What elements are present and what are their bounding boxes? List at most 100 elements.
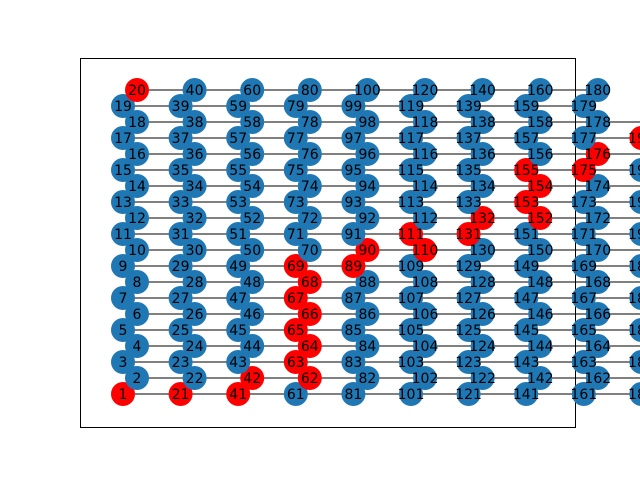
- node-label: 1: [119, 387, 128, 403]
- graph-node: [629, 318, 640, 342]
- graph-node: [399, 382, 423, 406]
- node-label: 193: [628, 195, 640, 211]
- node-label: 153: [513, 195, 540, 211]
- node-label: 137: [455, 131, 482, 147]
- graph-node: [226, 350, 251, 374]
- graph-node: [413, 366, 437, 390]
- node-label: 128: [469, 275, 496, 291]
- node-label: 97: [344, 131, 362, 147]
- node-label: 16: [128, 147, 146, 163]
- graph-node: [470, 110, 495, 134]
- node-label: 25: [172, 323, 190, 339]
- graph-node: [585, 366, 610, 390]
- node-label: 81: [344, 387, 362, 403]
- node-label: 172: [584, 211, 611, 227]
- node-label: 151: [513, 227, 540, 243]
- graph-node: [355, 142, 380, 166]
- node-label: 110: [412, 243, 439, 259]
- graph-node: [355, 206, 380, 230]
- graph-node: [528, 334, 553, 358]
- graph-node: [297, 110, 322, 134]
- path-node: [168, 382, 193, 406]
- graph-node: [571, 318, 596, 342]
- node-label: 13: [114, 195, 132, 211]
- node-label: 37: [172, 131, 190, 147]
- node-label: 55: [229, 163, 247, 179]
- node-label: 47: [229, 291, 247, 307]
- path-node: [297, 302, 322, 326]
- nodes-layer: [111, 78, 640, 406]
- graph-node: [111, 94, 135, 118]
- node-label: 146: [527, 307, 554, 323]
- graph-node: [470, 174, 495, 198]
- graph-node: [629, 158, 640, 182]
- graph-node: [355, 334, 380, 358]
- node-label: 50: [243, 243, 261, 259]
- node-label: 174: [584, 179, 611, 195]
- node-label: 70: [301, 243, 319, 259]
- node-label: 144: [527, 339, 554, 355]
- node-label: 130: [469, 243, 496, 259]
- graph-node: [571, 126, 596, 150]
- graph-node: [456, 286, 481, 310]
- graph-node: [355, 174, 380, 198]
- graph-node: [514, 222, 539, 246]
- graph-node: [341, 94, 366, 118]
- path-node: [283, 286, 308, 310]
- path-node: [571, 158, 596, 182]
- node-label: 29: [172, 259, 190, 275]
- node-label: 79: [287, 99, 305, 115]
- node-label: 34: [186, 179, 204, 195]
- graph-node: [528, 270, 553, 294]
- graph-node: [226, 126, 251, 150]
- node-label: 58: [243, 115, 261, 131]
- graph-node: [182, 142, 207, 166]
- graph-node: [355, 270, 380, 294]
- graph-node: [470, 78, 495, 102]
- graph-node: [125, 270, 149, 294]
- graph-node: [470, 302, 495, 326]
- node-label: 42: [243, 371, 261, 387]
- node-label: 12: [128, 211, 146, 227]
- node-label: 177: [570, 131, 597, 147]
- node-label: 54: [243, 179, 261, 195]
- graph-node: [240, 110, 265, 134]
- node-label: 9: [119, 259, 128, 275]
- graph-node: [240, 142, 265, 166]
- node-label: 44: [243, 339, 261, 355]
- node-label: 10: [128, 243, 146, 259]
- graph-node: [355, 302, 380, 326]
- node-label: 69: [287, 259, 305, 275]
- node-label: 195: [628, 163, 640, 179]
- node-label: 157: [513, 131, 540, 147]
- plot-frame: [80, 58, 576, 428]
- node-label: 86: [358, 307, 376, 323]
- node-label: 77: [287, 131, 305, 147]
- graph-node: [514, 254, 539, 278]
- graph-node: [297, 238, 322, 262]
- node-label: 88: [358, 275, 376, 291]
- graph-node: [571, 94, 596, 118]
- graph-node: [168, 158, 193, 182]
- node-label: 180: [584, 83, 611, 99]
- node-label: 35: [172, 163, 190, 179]
- node-label: 19: [114, 99, 132, 115]
- graph-node: [341, 222, 366, 246]
- node-label: 63: [287, 355, 305, 371]
- node-label: 176: [584, 147, 611, 163]
- node-label: 138: [469, 115, 496, 131]
- graph-node: [125, 302, 149, 326]
- graph-node: [182, 334, 207, 358]
- node-label: 38: [186, 115, 204, 131]
- node-label: 149: [513, 259, 540, 275]
- graph-node: [470, 366, 495, 390]
- labels-layer: 1234567891011121314151617181920212223242…: [114, 83, 640, 403]
- graph-node: [111, 158, 135, 182]
- graph-node: [528, 238, 553, 262]
- graph-node: [341, 190, 366, 214]
- graph-node: [283, 190, 308, 214]
- node-label: 115: [398, 163, 425, 179]
- graph-node: [571, 382, 596, 406]
- node-label: 189: [628, 259, 640, 275]
